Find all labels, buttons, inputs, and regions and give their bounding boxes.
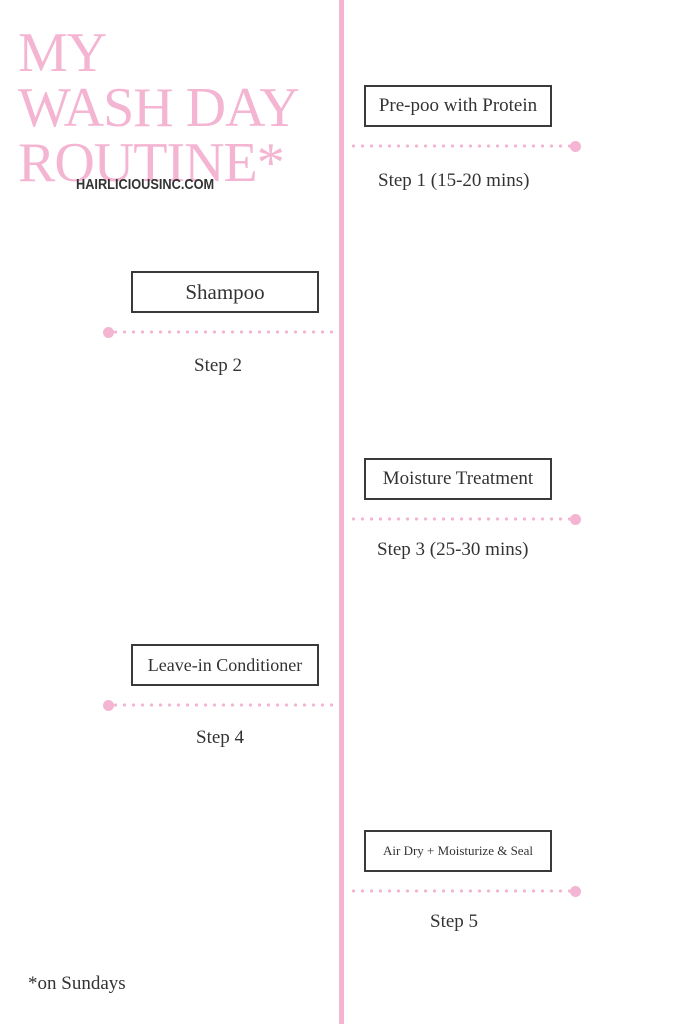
step-5-label: Step 5 — [430, 911, 479, 932]
timeline-spine — [339, 0, 344, 1024]
step-5-connector — [349, 889, 573, 893]
step-2-name: Shampoo — [185, 279, 265, 304]
title-line-2: WASH DAY — [18, 77, 300, 139]
title-line-3: ROUTINE* — [18, 132, 285, 194]
step-2-box: Shampoo — [131, 271, 319, 313]
step-4-name: Leave-in Conditioner — [147, 654, 303, 675]
step-3-name: Moisture Treatment — [382, 468, 534, 489]
step-4-label: Step 4 — [196, 727, 245, 748]
footnote: *on Sundays — [28, 973, 126, 994]
step-1-connector — [349, 144, 573, 148]
step-4-connector — [111, 703, 335, 707]
step-5-box: Air Dry + Moisturize & Seal — [364, 830, 552, 872]
website-label: HAIRLICIOUSINC.COM — [76, 176, 215, 193]
step-4-endpoint — [103, 700, 114, 711]
step-2-endpoint — [103, 327, 114, 338]
title-line-1: MY — [18, 22, 107, 84]
page-title: MY WASH DAY ROUTINE* — [18, 22, 300, 194]
step-5-name: Air Dry + Moisturize & Seal — [383, 843, 533, 858]
step-2-connector — [111, 330, 335, 334]
step-1-name: Pre-poo with Protein — [378, 95, 538, 116]
step-2-label: Step 2 — [194, 355, 243, 376]
step-3-box: Moisture Treatment — [364, 458, 552, 500]
step-3-label: Step 3 (25-30 mins) — [377, 539, 529, 560]
step-1-endpoint — [570, 141, 581, 152]
step-5-endpoint — [570, 886, 581, 897]
step-1-label: Step 1 (15-20 mins) — [378, 170, 530, 191]
step-3-connector — [349, 517, 573, 521]
step-3-endpoint — [570, 514, 581, 525]
step-1-box: Pre-poo with Protein — [364, 85, 552, 127]
step-4-box: Leave-in Conditioner — [131, 644, 319, 686]
